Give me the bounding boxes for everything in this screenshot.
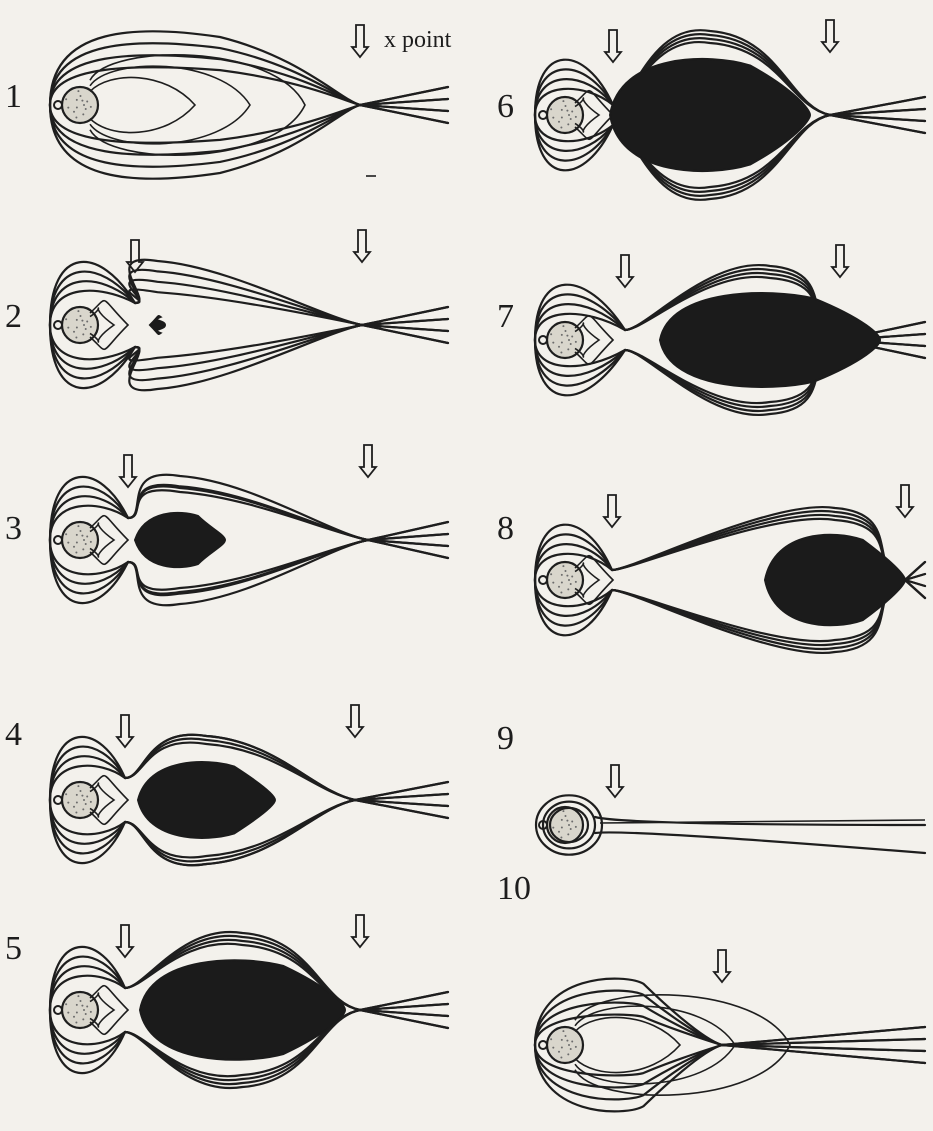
panel-4-field-lines [50,705,448,865]
panel-1-field-lines [50,25,448,179]
panel-8-field-lines [535,485,925,653]
satellite-icon [539,576,547,584]
plasmoid [138,762,275,838]
satellite-icon [54,796,62,804]
earth-icon [62,522,98,558]
panel-5-field-lines [50,915,448,1088]
earth-icon [547,97,583,133]
earth-icon [547,322,583,358]
satellite-icon [54,1006,62,1014]
satellite-icon [539,1041,547,1049]
plasmoid [660,293,880,387]
earth-icon [547,562,583,598]
earth-icon [62,87,98,123]
panel-7-field-lines [535,245,925,415]
panel-9-field-lines [536,765,925,855]
earth-icon [547,807,583,843]
plasmoid [765,535,905,625]
earth-icon [547,1027,583,1063]
earth-icon [62,782,98,818]
satellite-icon [54,101,62,109]
satellite-icon [539,111,547,119]
earth-icon [62,992,98,1028]
earth-icon [62,307,98,343]
panel-3-field-lines [50,445,448,605]
panel-10-field-lines [535,950,925,1111]
plasmoid [135,513,225,567]
satellite-icon [539,336,547,344]
satellite-icon [54,536,62,544]
satellite-icon [54,321,62,329]
panel-6-field-lines [535,20,925,200]
panel-2-field-lines [50,230,448,390]
plasmoid [150,316,165,334]
